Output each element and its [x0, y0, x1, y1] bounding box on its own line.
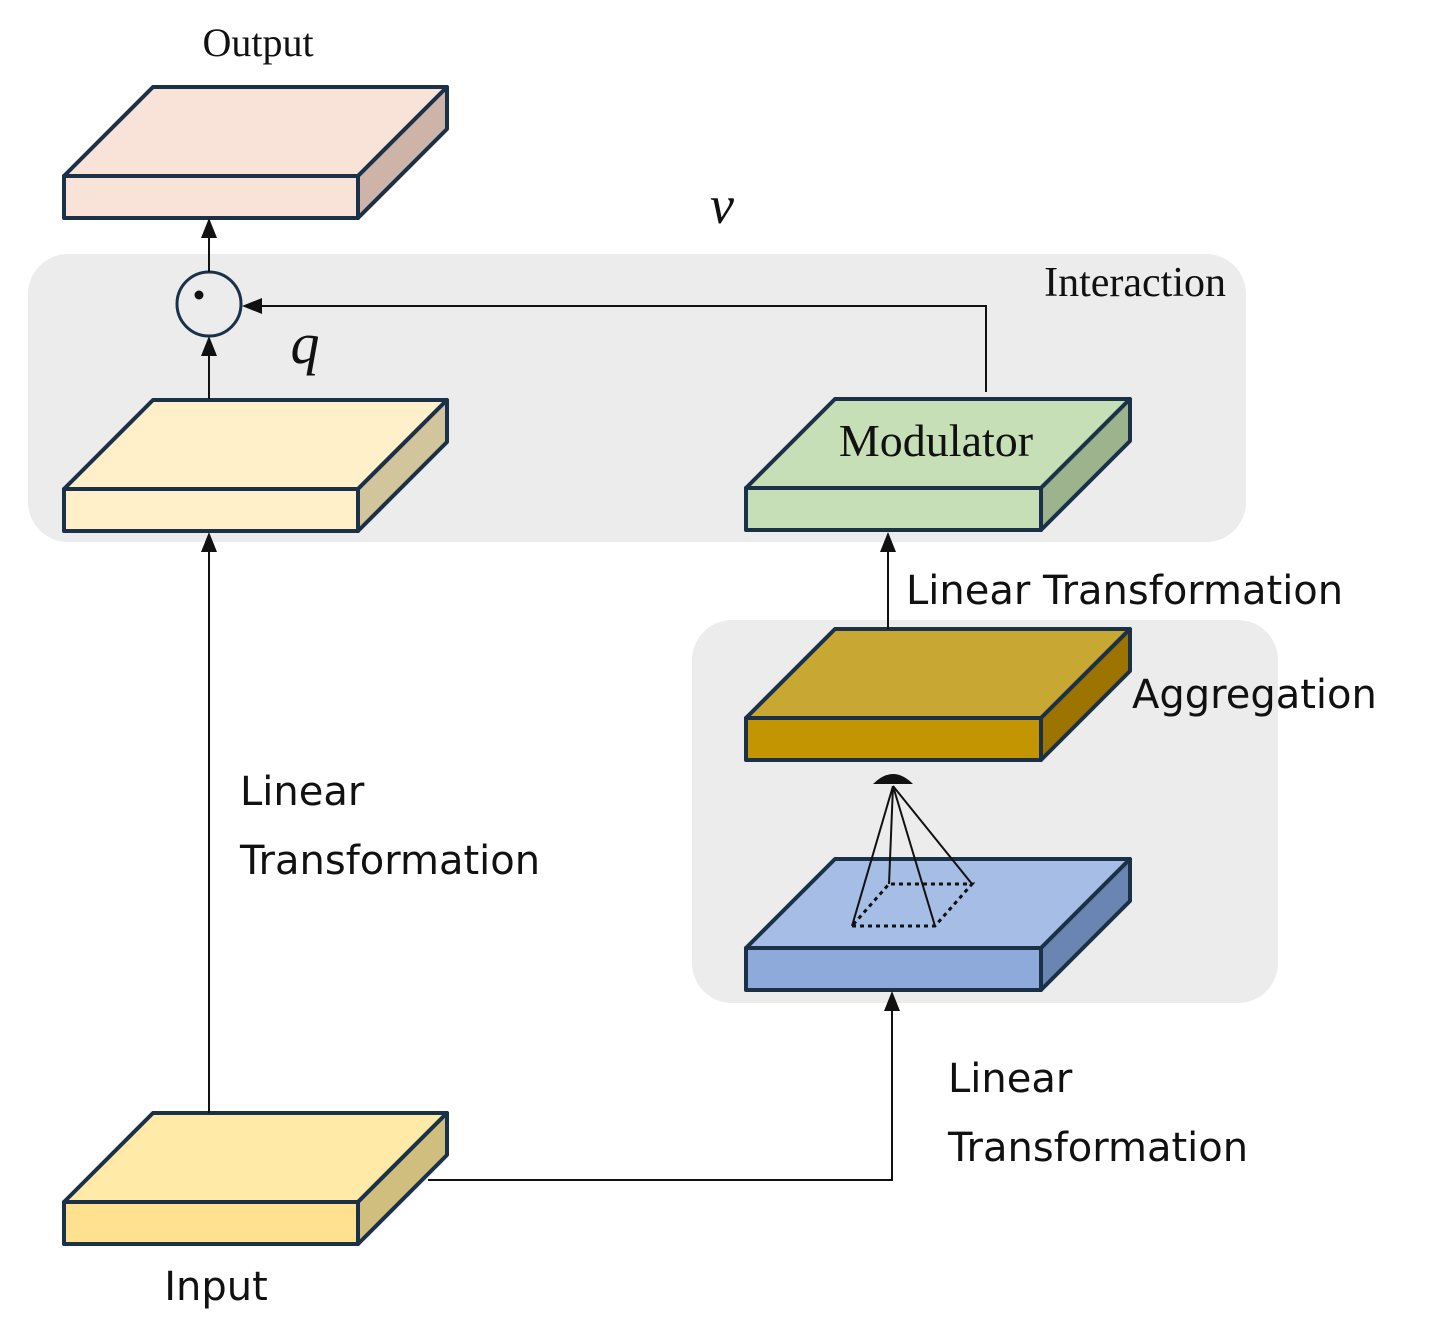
- arrow-query-to-multiply: [201, 336, 217, 399]
- aggregation-label: Aggregation: [1132, 672, 1377, 718]
- arrow-multiply-to-output: [201, 218, 217, 272]
- arrow-input-to-context: [428, 991, 900, 1181]
- aggregation-block: [744, 627, 1132, 762]
- left-linear-transformation-line2: Transformation: [239, 838, 540, 884]
- q-label: q: [291, 311, 320, 376]
- modulator-label: Modulator: [839, 415, 1033, 466]
- bottom-linear-transformation-line1: Linear: [948, 1056, 1073, 1102]
- bottom-linear-transformation-line2: Transformation: [947, 1125, 1248, 1171]
- arrow-modulator-to-multiply: [242, 298, 987, 392]
- v-label: v: [710, 175, 734, 235]
- arrow-input-to-query: [201, 532, 217, 1113]
- linear-transformation-top-label: Linear Transformation: [906, 568, 1343, 614]
- output-label: Output: [202, 20, 313, 65]
- left-linear-transformation-line1: Linear: [240, 769, 365, 815]
- context-block: [744, 857, 1132, 992]
- output-block: [62, 85, 449, 220]
- interaction-label: Interaction: [1044, 260, 1226, 306]
- aggregation-fan-arrowhead: [873, 774, 913, 784]
- input-label: Input: [164, 1264, 268, 1310]
- arrow-aggregation-to-modulator: [880, 532, 896, 629]
- modulator-block: [744, 397, 1132, 532]
- input-block: [62, 1111, 449, 1246]
- aggregation-lines: [851, 785, 973, 927]
- query-block: [62, 398, 449, 533]
